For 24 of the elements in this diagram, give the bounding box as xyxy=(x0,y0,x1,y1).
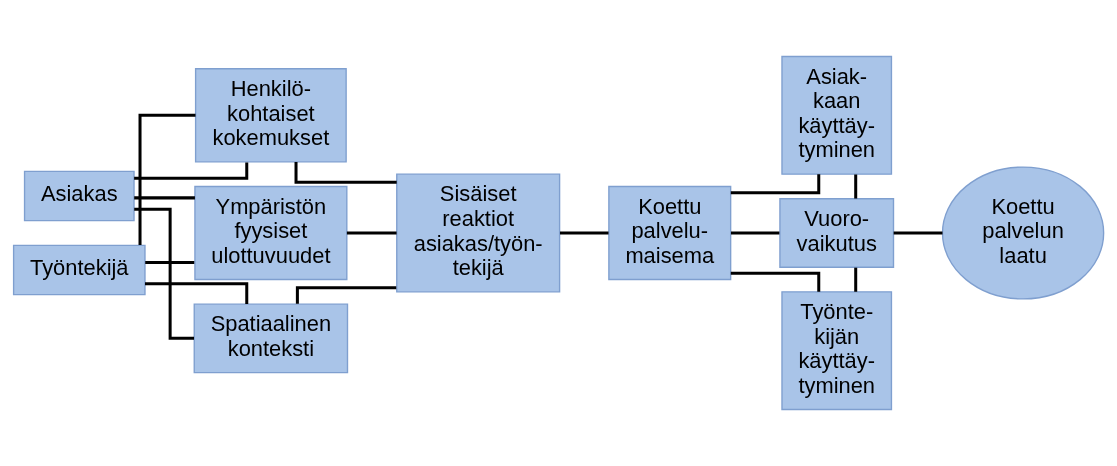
node-box: Henkilö- kohtaiset kokemukset xyxy=(194,68,347,163)
node-box: Koettu palvelu- maisema xyxy=(608,185,732,281)
connector xyxy=(138,113,196,246)
connector xyxy=(893,231,943,235)
node-box: Sisäiset reaktiot asiakas/työn- tekijä xyxy=(396,173,561,293)
connector xyxy=(731,231,780,235)
node-box: Asiak- kaan käyttäy- tyminen xyxy=(781,55,893,175)
connector xyxy=(560,231,609,235)
connector xyxy=(134,196,195,200)
node-box: Työnte- kijän käyttäy- tyminen xyxy=(781,291,893,411)
node-box: Työntekijä xyxy=(12,244,146,296)
connector xyxy=(134,207,194,340)
connector xyxy=(854,267,858,292)
node-box: Asiakas xyxy=(23,170,135,222)
connector xyxy=(145,260,195,264)
connector xyxy=(854,174,858,199)
connector xyxy=(134,162,249,180)
node-box: Ympäristön fyysiset ulottuvuudet xyxy=(194,185,348,281)
connector xyxy=(294,161,397,184)
connector xyxy=(346,231,397,235)
connector xyxy=(295,286,397,304)
node-box: Vuoro- vaikutus xyxy=(779,198,895,268)
node-ellipse: Koettu palvelun laatu xyxy=(941,166,1105,300)
node-box: Spatiaalinen konteksti xyxy=(193,303,349,374)
